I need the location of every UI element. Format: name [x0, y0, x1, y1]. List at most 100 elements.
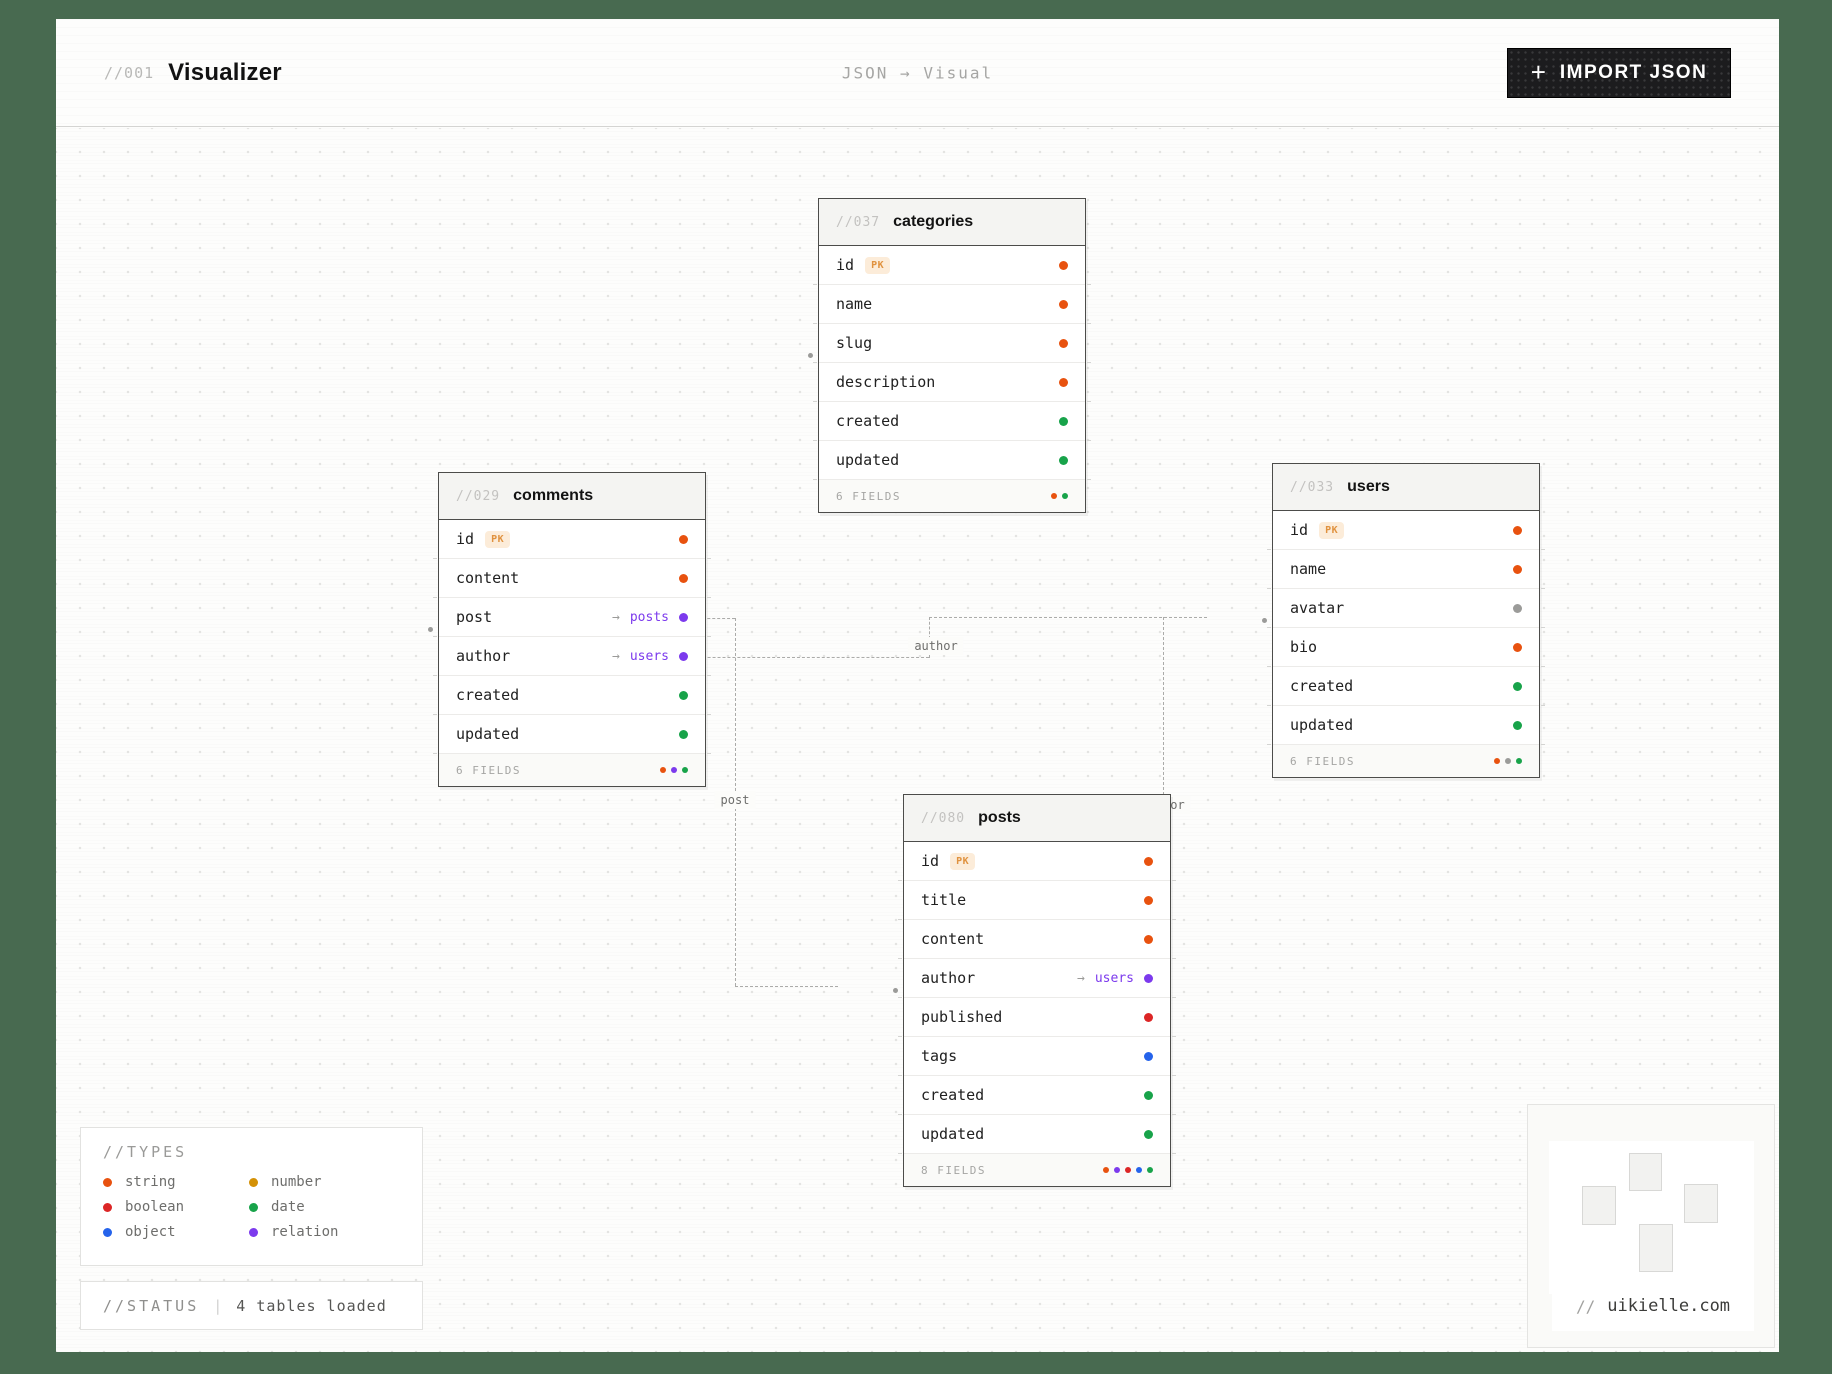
field-row: created — [1267, 667, 1545, 706]
field-name: published — [921, 1008, 1003, 1026]
field-type-dot — [1059, 299, 1068, 309]
field-row: tags — [898, 1037, 1176, 1076]
table-name: users — [1347, 478, 1390, 495]
field-type-dot — [1059, 455, 1068, 465]
legend-label: number — [271, 1174, 322, 1190]
table-code: //037 — [836, 214, 881, 230]
field-name: id — [836, 256, 855, 274]
watermark-strip: // uikielle.com — [1552, 1281, 1754, 1331]
table-code: //080 — [921, 810, 966, 826]
app-window: //001 Visualizer JSON → Visual + IMPORT … — [56, 19, 1779, 1352]
field-meta — [1059, 299, 1068, 309]
table-footer: 6 FIELDS — [439, 754, 705, 786]
connection-label: post — [714, 791, 756, 809]
field-meta — [1144, 1012, 1153, 1022]
field-meta — [1513, 525, 1522, 535]
field-meta — [1059, 338, 1068, 348]
field-row: avatar — [1267, 589, 1545, 628]
relation-arrow-icon: → — [1077, 970, 1085, 986]
legend-item-boolean: boolean — [103, 1199, 249, 1215]
legend-type-dot — [249, 1202, 258, 1212]
field-row: bio — [1267, 628, 1545, 667]
field-type-dot — [1144, 1051, 1153, 1061]
field-type-dot — [1144, 856, 1153, 866]
field-count: 8 FIELDS — [921, 1163, 986, 1177]
import-json-button[interactable]: + IMPORT JSON — [1507, 47, 1731, 98]
watermark-shape — [1629, 1153, 1662, 1191]
field-type-dot — [1144, 1012, 1153, 1022]
field-type-dot — [1144, 895, 1153, 905]
field-meta — [1513, 564, 1522, 574]
watermark-shape — [1684, 1184, 1718, 1223]
field-type-dot — [1059, 338, 1068, 348]
field-meta — [1144, 1051, 1153, 1061]
field-row: name — [1267, 550, 1545, 589]
relation-target: users — [629, 648, 669, 664]
field-name: id — [1290, 521, 1309, 539]
watermark-domain: uikielle.com — [1607, 1296, 1731, 1316]
field-type-dot — [1144, 973, 1153, 983]
legend-type-dot — [103, 1177, 112, 1187]
footer-type-dot — [1114, 1167, 1120, 1173]
table-header: //037 categories — [819, 199, 1085, 246]
field-name: created — [456, 686, 520, 704]
field-type-dot — [1144, 934, 1153, 944]
field-type-dot — [679, 651, 688, 661]
field-type-dot — [1059, 260, 1068, 270]
watermark-shape — [1639, 1224, 1673, 1272]
field-type-dot — [1513, 564, 1522, 574]
connection-author-segment — [653, 657, 929, 658]
field-name: id — [921, 852, 940, 870]
legend-type-dot — [249, 1177, 258, 1187]
legend-type-dot — [103, 1227, 112, 1237]
table-anchor-dot — [1262, 617, 1267, 623]
table-name: posts — [978, 809, 1021, 826]
field-row: post→posts — [433, 598, 711, 637]
page-title: Visualizer — [168, 58, 282, 86]
field-row: updated — [898, 1115, 1176, 1154]
field-type-dot — [1059, 377, 1068, 387]
watermark-panel — [1549, 1141, 1754, 1294]
field-name: content — [921, 930, 985, 948]
table-anchor-dot — [893, 987, 898, 993]
connection-label: author — [908, 637, 964, 655]
field-name: name — [1290, 560, 1327, 578]
footer-type-dot — [660, 767, 666, 773]
status-separator: | — [213, 1296, 223, 1315]
field-name: post — [456, 608, 493, 626]
table-name: categories — [893, 213, 974, 230]
plus-icon: + — [1530, 56, 1546, 87]
legend-item-number: number — [249, 1174, 400, 1190]
table-code: //033 — [1290, 479, 1335, 495]
legend-label: date — [271, 1199, 305, 1215]
field-name: created — [1290, 677, 1354, 695]
field-meta — [1059, 455, 1068, 465]
field-row: created — [433, 676, 711, 715]
table-header: //029 comments — [439, 473, 705, 520]
legend-item-date: date — [249, 1199, 400, 1215]
table-name: comments — [513, 487, 594, 504]
legend-item-relation: relation — [249, 1224, 400, 1240]
field-row: updated — [433, 715, 711, 754]
footer-type-dot — [1051, 493, 1057, 499]
primary-key-badge: PK — [485, 530, 511, 548]
field-name: tags — [921, 1047, 958, 1065]
field-meta — [1513, 681, 1522, 691]
field-row: author→users — [433, 637, 711, 676]
field-meta — [679, 534, 688, 544]
legend-label: relation — [271, 1224, 339, 1240]
field-type-dot — [1513, 603, 1522, 613]
relation-arrow-icon: → — [612, 609, 620, 625]
field-name: updated — [1290, 716, 1354, 734]
field-row: name — [813, 285, 1091, 324]
footer-type-dot — [671, 767, 677, 773]
field-meta: →users — [1077, 971, 1153, 986]
table-code: //029 — [456, 488, 501, 504]
field-type-dot — [1144, 1090, 1153, 1100]
